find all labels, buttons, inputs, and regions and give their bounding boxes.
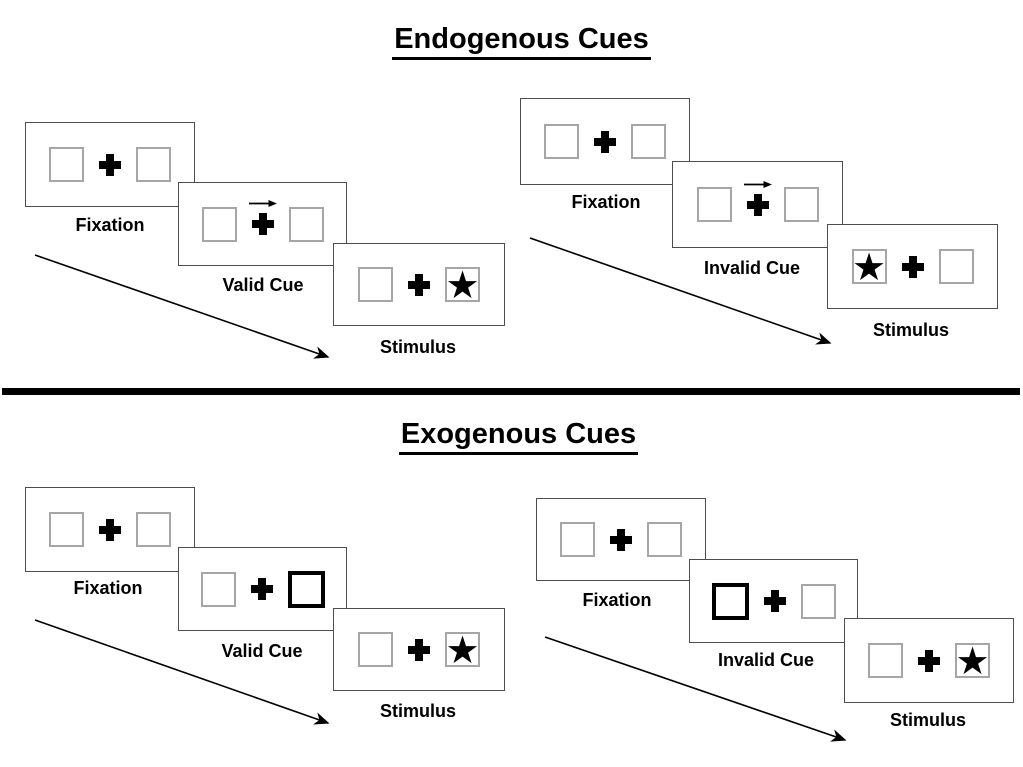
card-label: Invalid Cue [717, 650, 815, 670]
card-label: Fixation [582, 590, 652, 610]
left-box [358, 267, 393, 302]
left-box [201, 206, 237, 242]
fixation-cross-icon [746, 193, 769, 216]
endogenous-valid-stimulus-card: ★ [333, 243, 505, 326]
right-box-highlighted-cue [287, 570, 325, 608]
left-box-highlighted-cue [711, 582, 749, 620]
right-arrow-icon [743, 180, 772, 188]
star-icon: ★ [851, 244, 887, 289]
right-box: ★ [955, 638, 990, 683]
endogenous-valid-cue-card [178, 182, 347, 266]
card-label: Stimulus [889, 710, 967, 730]
exogenous-valid-stimulus-card: ★ [333, 608, 505, 691]
star-icon: ★ [445, 627, 480, 672]
right-box [783, 187, 819, 222]
star-icon: ★ [955, 638, 990, 683]
card-label: Valid Cue [222, 275, 304, 295]
timeline-arrow [34, 619, 330, 725]
left-box [560, 522, 595, 557]
right-box [647, 522, 682, 557]
right-box [631, 124, 666, 159]
fixation-cross-icon [99, 153, 121, 176]
left-box [49, 512, 84, 547]
card-label: Fixation [75, 215, 145, 235]
fixation-cross-icon [594, 130, 616, 153]
exogenous-invalid-cue-card [689, 559, 858, 643]
left-box [200, 571, 236, 607]
endogenous-invalid-fixation-card [520, 98, 690, 185]
timeline-arrow [34, 254, 330, 359]
left-box [868, 643, 903, 678]
right-box: ★ [445, 262, 480, 307]
timeline-arrow [529, 237, 832, 345]
section-divider [2, 388, 1020, 395]
card-label: Stimulus [872, 320, 950, 340]
fixation-cross-icon [918, 649, 940, 672]
left-box [49, 147, 84, 182]
fixation-cross-icon [99, 518, 121, 541]
endogenous-valid-fixation-card [25, 122, 195, 207]
fixation-cross-icon [250, 578, 273, 600]
endogenous-invalid-stimulus-card: ★ [827, 224, 998, 309]
left-box [544, 124, 579, 159]
right-box [136, 147, 171, 182]
exogenous-invalid-stimulus-card: ★ [844, 618, 1014, 703]
card-label: Stimulus [379, 337, 457, 357]
card-label: Stimulus [379, 701, 457, 721]
right-box [800, 583, 836, 619]
left-box: ★ [851, 244, 887, 289]
left-box [358, 632, 393, 667]
section-title-exogenous: Exogenous Cues [7, 417, 1023, 455]
right-box [136, 512, 171, 547]
exogenous-invalid-fixation-card [536, 498, 706, 581]
exogenous-valid-cue-card [178, 547, 347, 631]
endogenous-invalid-cue-card [672, 161, 843, 248]
fixation-cross-icon [901, 255, 924, 278]
left-box [696, 187, 732, 222]
section-title-endogenous: Endogenous Cues [10, 22, 1023, 60]
exogenous-valid-fixation-card [25, 487, 195, 572]
right-box [938, 249, 974, 284]
fixation-cross-icon [763, 590, 786, 612]
fixation-cross-icon [408, 638, 430, 661]
card-label: Fixation [73, 578, 143, 598]
right-arrow-icon [248, 200, 277, 207]
card-label: Valid Cue [221, 641, 303, 661]
fixation-cross-icon [408, 273, 430, 296]
star-icon: ★ [445, 262, 480, 307]
right-box: ★ [445, 627, 480, 672]
fixation-cross-icon [251, 213, 274, 235]
card-label: Invalid Cue [703, 258, 801, 278]
card-label: Fixation [571, 192, 641, 212]
right-box [288, 206, 324, 242]
fixation-cross-icon [610, 528, 632, 551]
